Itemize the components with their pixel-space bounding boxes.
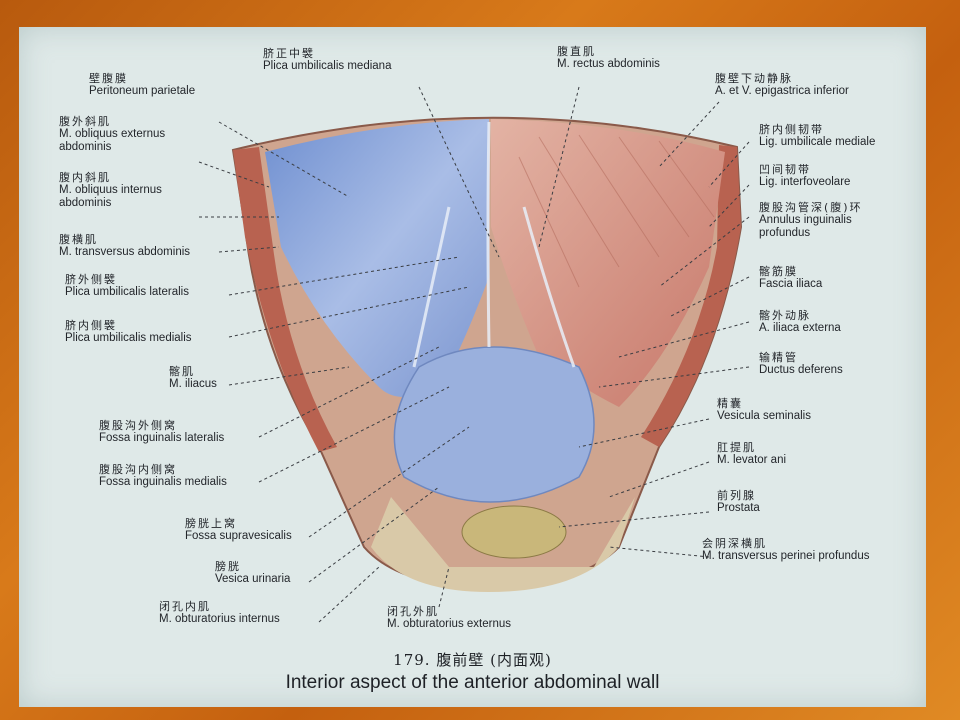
label-perinei: 会阴深横肌 M. transversus perinei profundus bbox=[702, 537, 869, 563]
label-rectus-zh: 腹直肌 bbox=[557, 45, 596, 58]
label-fossa-lat-zh: 腹股沟外侧窝 bbox=[99, 419, 177, 432]
label-peritoneum: 壁腹膜 Peritoneum parietale bbox=[89, 72, 195, 98]
right-wall-section bbox=[641, 145, 741, 447]
anatomical-illustration bbox=[198, 86, 750, 623]
label-fossa-supra: 膀胱上窝 Fossa supravesicalis bbox=[185, 517, 292, 543]
label-obliquus-ext-la2: abdominis bbox=[59, 141, 112, 153]
label-transversus-la: M. transversus abdominis bbox=[59, 246, 191, 258]
label-plica-medialis-la: Plica umbilicalis medialis bbox=[65, 332, 192, 344]
label-peritoneum-la: Peritoneum parietale bbox=[89, 85, 196, 97]
label-plica-lateralis-la: Plica umbilicalis lateralis bbox=[65, 286, 189, 298]
label-lig-medial-la: Lig. umbilicale mediale bbox=[759, 136, 876, 148]
label-epigastrica-zh: 腹壁下动静脉 bbox=[715, 72, 793, 85]
label-annulus-la2: profundus bbox=[759, 227, 811, 239]
label-interfoveolare-la: Lig. interfoveolare bbox=[759, 176, 851, 188]
label-interfoveolare: 凹间韧带 Lig. interfoveolare bbox=[759, 163, 850, 189]
label-plica-mediana-la: Plica umbilicalis mediana bbox=[263, 60, 392, 72]
label-prostata: 前列腺 Prostata bbox=[717, 489, 760, 515]
label-lig-medial: 脐内侧韧带 Lig. umbilicale mediale bbox=[759, 123, 875, 149]
peritoneum-left bbox=[265, 119, 489, 397]
label-fossa-med-zh: 腹股沟内侧窝 bbox=[99, 463, 177, 476]
figure-caption: 179. 腹前壁 (内面观) Interior aspect of the an… bbox=[19, 649, 926, 694]
label-vesicula-la: Vesicula seminalis bbox=[717, 410, 811, 422]
caption-en: Interior aspect of the anterior abdomina… bbox=[285, 672, 660, 693]
label-obliquus-ext-zh: 腹外斜肌 bbox=[59, 115, 111, 128]
label-plica-medialis: 脐内侧襞 Plica umbilicalis medialis bbox=[65, 319, 192, 345]
label-ductus-la: Ductus deferens bbox=[759, 364, 843, 376]
label-perinei-zh: 会阴深横肌 bbox=[702, 537, 767, 550]
label-ductus: 输精管 Ductus deferens bbox=[759, 351, 843, 377]
label-fossa-lat-la: Fossa inguinalis lateralis bbox=[99, 432, 225, 444]
label-obt-int-la: M. obturatorius internus bbox=[159, 613, 280, 625]
label-transversus-zh: 腹横肌 bbox=[59, 233, 98, 246]
label-fossa-med-la: Fossa inguinalis medialis bbox=[99, 476, 227, 488]
label-peritoneum-zh: 壁腹膜 bbox=[89, 72, 128, 85]
label-vesicula: 精囊 Vesicula seminalis bbox=[717, 397, 811, 423]
label-iliacus-zh: 髂肌 bbox=[169, 365, 195, 378]
label-annulus-la: Annulus inguinalis bbox=[759, 214, 852, 226]
label-obliquus-int: 腹内斜肌 M. obliquus internus abdominis bbox=[59, 171, 162, 210]
label-fascia-iliaca: 髂筋膜 Fascia iliaca bbox=[759, 265, 822, 291]
label-obliquus-ext-la: M. obliquus externus bbox=[59, 128, 166, 140]
bladder bbox=[393, 346, 595, 503]
label-iliaca-externa-zh: 髂外动脉 bbox=[759, 309, 811, 322]
label-obt-int: 闭孔内肌 M. obturatorius internus bbox=[159, 600, 280, 626]
label-rectus: 腹直肌 M. rectus abdominis bbox=[557, 45, 660, 71]
label-prostata-zh: 前列腺 bbox=[717, 489, 756, 502]
label-fossa-lat: 腹股沟外侧窝 Fossa inguinalis lateralis bbox=[99, 419, 224, 445]
label-obliquus-int-la: M. obliquus internus bbox=[59, 184, 162, 196]
label-fascia-iliaca-zh: 髂筋膜 bbox=[759, 265, 798, 278]
pelvic-floor bbox=[371, 497, 635, 592]
label-plica-lateralis-zh: 脐外侧襞 bbox=[65, 273, 117, 286]
label-annulus: 腹股沟管深(腹)环 Annulus inguinalis profundus bbox=[759, 201, 863, 240]
label-obliquus-ext: 腹外斜肌 M. obliquus externus abdominis bbox=[59, 115, 165, 154]
label-rectus-la: M. rectus abdominis bbox=[557, 58, 660, 70]
label-levator: 肛提肌 M. levator ani bbox=[717, 441, 786, 467]
label-iliaca-externa-la: A. iliaca externa bbox=[759, 322, 841, 334]
label-iliacus: 髂肌 M. iliacus bbox=[169, 365, 217, 391]
label-epigastrica-la: A. et V. epigastrica inferior bbox=[715, 85, 849, 97]
label-fossa-supra-zh: 膀胱上窝 bbox=[185, 517, 237, 530]
label-obt-ext: 闭孔外肌 M. obturatorius externus bbox=[387, 605, 511, 631]
label-vesica-la: Vesica urinaria bbox=[215, 573, 291, 585]
caption-zh: 179. 腹前壁 (内面观) bbox=[393, 651, 552, 669]
label-annulus-zh: 腹股沟管深(腹)环 bbox=[759, 201, 863, 214]
umbilical-folds bbox=[412, 121, 576, 368]
label-vesica: 膀胱 Vesica urinaria bbox=[215, 560, 290, 586]
label-iliacus-la: M. iliacus bbox=[169, 378, 217, 390]
label-vesica-zh: 膀胱 bbox=[215, 560, 241, 573]
label-plica-mediana-zh: 脐正中襞 bbox=[263, 47, 315, 60]
label-fascia-iliaca-la: Fascia iliaca bbox=[759, 278, 823, 290]
label-lig-medial-zh: 脐内侧韧带 bbox=[759, 123, 824, 136]
label-fossa-med: 腹股沟内侧窝 Fossa inguinalis medialis bbox=[99, 463, 227, 489]
prostate bbox=[461, 505, 567, 559]
label-iliaca-externa: 髂外动脉 A. iliaca externa bbox=[759, 309, 841, 335]
label-obt-ext-zh: 闭孔外肌 bbox=[387, 605, 439, 618]
left-wall-section bbox=[233, 147, 337, 452]
muscle-striations bbox=[518, 134, 715, 288]
label-obliquus-int-la2: abdominis bbox=[59, 197, 112, 209]
label-levator-la: M. levator ani bbox=[717, 454, 787, 466]
label-plica-lateralis: 脐外侧襞 Plica umbilicalis lateralis bbox=[65, 273, 189, 299]
label-epigastrica: 腹壁下动静脉 A. et V. epigastrica inferior bbox=[715, 72, 849, 98]
label-plica-mediana: 脐正中襞 Plica umbilicalis mediana bbox=[263, 47, 391, 73]
label-ductus-zh: 输精管 bbox=[759, 351, 798, 364]
label-obliquus-int-zh: 腹内斜肌 bbox=[59, 171, 111, 184]
label-perinei-la: M. transversus perinei profundus bbox=[702, 550, 870, 562]
label-obt-ext-la: M. obturatorius externus bbox=[387, 618, 512, 630]
label-levator-zh: 肛提肌 bbox=[717, 441, 756, 454]
label-obt-int-zh: 闭孔内肌 bbox=[159, 600, 211, 613]
label-vesicula-zh: 精囊 bbox=[717, 397, 743, 410]
rectus-muscle-right bbox=[491, 119, 725, 407]
leader-lines bbox=[198, 86, 750, 623]
label-plica-medialis-zh: 脐内侧襞 bbox=[65, 319, 117, 332]
illustration-plate: 脐正中襞 Plica umbilicalis mediana 腹直肌 M. re… bbox=[19, 27, 926, 707]
label-interfoveolare-zh: 凹间韧带 bbox=[759, 163, 811, 176]
label-transversus: 腹横肌 M. transversus abdominis bbox=[59, 233, 190, 259]
label-fossa-supra-la: Fossa supravesicalis bbox=[185, 530, 292, 542]
label-prostata-la: Prostata bbox=[717, 502, 760, 514]
